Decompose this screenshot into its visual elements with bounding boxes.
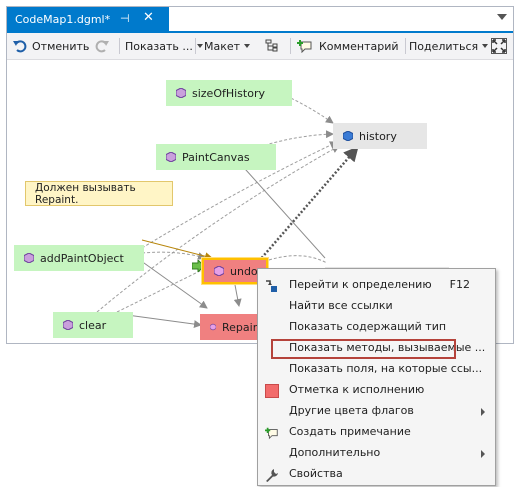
document-tab-strip: CodeMap1.dgml* ⊣ ✕ xyxy=(7,7,513,33)
undo-label: Отменить xyxy=(32,39,90,53)
new-comment-icon xyxy=(265,427,278,440)
node-label: clear xyxy=(79,318,107,332)
edge-paintcanvas-node xyxy=(236,159,326,259)
redo-arrow-icon xyxy=(95,39,109,53)
field-cube-icon xyxy=(176,88,186,98)
menu-item-label: Показать содержащий тип xyxy=(289,320,447,333)
toolbar-separator xyxy=(195,38,196,54)
comment-label: Комментарий xyxy=(319,39,399,53)
share-dropdown[interactable]: Поделиться xyxy=(409,33,489,59)
menu-item-label: Отметка к исполнению xyxy=(289,383,425,396)
menu-item-show-containing-type[interactable]: Показать содержащий тип xyxy=(258,317,495,338)
layout-options-button[interactable] xyxy=(265,33,279,59)
node-label: PaintCanvas xyxy=(182,150,250,164)
comment-text: Должен вызывать Repaint. xyxy=(35,181,136,206)
chevron-down-icon xyxy=(482,44,489,48)
undo-button[interactable]: Отменить xyxy=(13,33,89,59)
show-dropdown[interactable]: Показать ... xyxy=(125,33,203,59)
redo-button[interactable] xyxy=(95,33,109,59)
menu-item-find-all-references[interactable]: Найти все ссылки xyxy=(258,296,495,317)
menu-item-flag-for-follow-up[interactable]: Отметка к исполнению xyxy=(258,380,495,401)
toolbar-separator xyxy=(119,38,120,54)
comment-plus-icon xyxy=(297,39,313,53)
node-label: history xyxy=(359,129,397,143)
toolbar-separator xyxy=(405,38,406,54)
edge-addpaintobject-undo xyxy=(141,251,206,260)
menu-item-label: Другие цвета флагов xyxy=(289,404,414,417)
menu-item-show-methods-called[interactable]: Показать методы, вызываемые ... xyxy=(258,338,495,359)
menu-item-show-fields-referenced[interactable]: Показать поля, на которые ссы... xyxy=(258,359,495,380)
node-label: undo xyxy=(230,264,258,278)
share-label: Поделиться xyxy=(409,39,479,53)
edge-clear-repaint xyxy=(126,314,202,329)
menu-item-label: Свойства xyxy=(289,467,343,480)
type-cube-icon xyxy=(343,131,353,141)
fit-to-window-button[interactable] xyxy=(491,33,507,59)
toolbar-separator xyxy=(290,38,291,54)
comment-note[interactable]: Должен вызывать Repaint. xyxy=(25,181,173,206)
node-sizeOfHistory[interactable]: sizeOfHistory xyxy=(166,80,292,106)
red-flag-swatch-icon xyxy=(265,384,279,398)
edge-undo-node-dashed xyxy=(268,255,328,264)
menu-item-label: Показать поля, на которые ссы... xyxy=(289,362,483,375)
node-Repaint[interactable]: Repaint xyxy=(200,314,264,340)
node-PaintCanvas[interactable]: PaintCanvas xyxy=(156,144,276,170)
document-tab[interactable]: CodeMap1.dgml* ⊣ ✕ xyxy=(7,7,169,31)
layout-dropdown[interactable]: Макет xyxy=(204,33,251,59)
comment-connector xyxy=(141,239,213,261)
menu-item-go-to-definition[interactable]: Перейти к определению F12 xyxy=(258,275,495,296)
node-clear[interactable]: clear xyxy=(53,312,133,338)
edge-clear-undo xyxy=(116,264,213,313)
close-tab-icon[interactable]: ✕ xyxy=(143,10,154,25)
edge-addpaintobject-repaint xyxy=(136,257,208,309)
undo-arrow-icon xyxy=(13,39,27,53)
entry-point-arrow-icon xyxy=(192,260,204,272)
dependency-links xyxy=(96,93,359,329)
show-label: Показать ... xyxy=(125,39,193,53)
graph-toolbar: Отменить Показать ... Макет Коммен xyxy=(7,33,513,60)
comment-button[interactable]: Комментарий xyxy=(297,33,399,59)
field-cube-icon xyxy=(63,320,73,330)
layout-tree-icon xyxy=(265,39,279,53)
chevron-down-icon xyxy=(196,44,203,48)
go-to-definition-icon xyxy=(266,280,277,292)
submenu-arrow-icon xyxy=(481,408,485,416)
field-cube-icon xyxy=(166,152,176,162)
submenu-arrow-icon xyxy=(481,450,485,458)
edge-clear-history xyxy=(96,145,340,313)
node-context-menu: Перейти к определению F12 Найти все ссыл… xyxy=(257,268,496,486)
menu-item-advanced[interactable]: Дополнительно xyxy=(258,443,495,464)
menu-item-new-comment[interactable]: Создать примечание xyxy=(258,422,495,443)
menu-item-other-flag-colors[interactable]: Другие цвета флагов xyxy=(258,401,495,422)
code-map-window: CodeMap1.dgml* ⊣ ✕ Отменить Показать ...… xyxy=(6,6,514,344)
node-addPaintObject[interactable]: addPaintObject xyxy=(14,245,144,271)
chevron-down-icon xyxy=(244,44,251,48)
highlight-callout-box xyxy=(271,339,456,359)
node-history[interactable]: history xyxy=(333,123,427,149)
node-label: sizeOfHistory xyxy=(192,86,265,100)
wrench-icon xyxy=(266,469,278,482)
tab-list-dropdown-icon[interactable] xyxy=(497,14,507,20)
menu-item-label: Перейти к определению xyxy=(289,278,432,291)
fit-to-window-icon xyxy=(491,38,507,54)
menu-item-label: Показать методы, вызываемые ... xyxy=(289,341,486,354)
field-cube-icon xyxy=(24,253,34,263)
code-map-canvas[interactable]: sizeOfHistory history PaintCanvas Должен… xyxy=(7,60,513,343)
menu-item-label: Создать примечание xyxy=(289,425,411,438)
layout-label: Макет xyxy=(204,39,241,53)
menu-item-label: Найти все ссылки xyxy=(289,299,393,312)
node-label: Repaint xyxy=(222,320,264,334)
edge-addpaintobject-history xyxy=(141,141,338,249)
menu-item-properties[interactable]: Свойства xyxy=(258,464,495,485)
method-cube-icon xyxy=(210,323,217,331)
pin-tab-icon[interactable]: ⊣ xyxy=(120,12,130,25)
edge-undo-repaint xyxy=(233,284,242,307)
document-tab-title: CodeMap1.dgml* xyxy=(15,12,111,26)
menu-item-shortcut: F12 xyxy=(449,278,470,291)
menu-item-label: Дополнительно xyxy=(289,446,381,459)
node-label: addPaintObject xyxy=(40,251,124,265)
edge-undo-history xyxy=(258,146,359,262)
method-cube-icon xyxy=(214,266,224,276)
